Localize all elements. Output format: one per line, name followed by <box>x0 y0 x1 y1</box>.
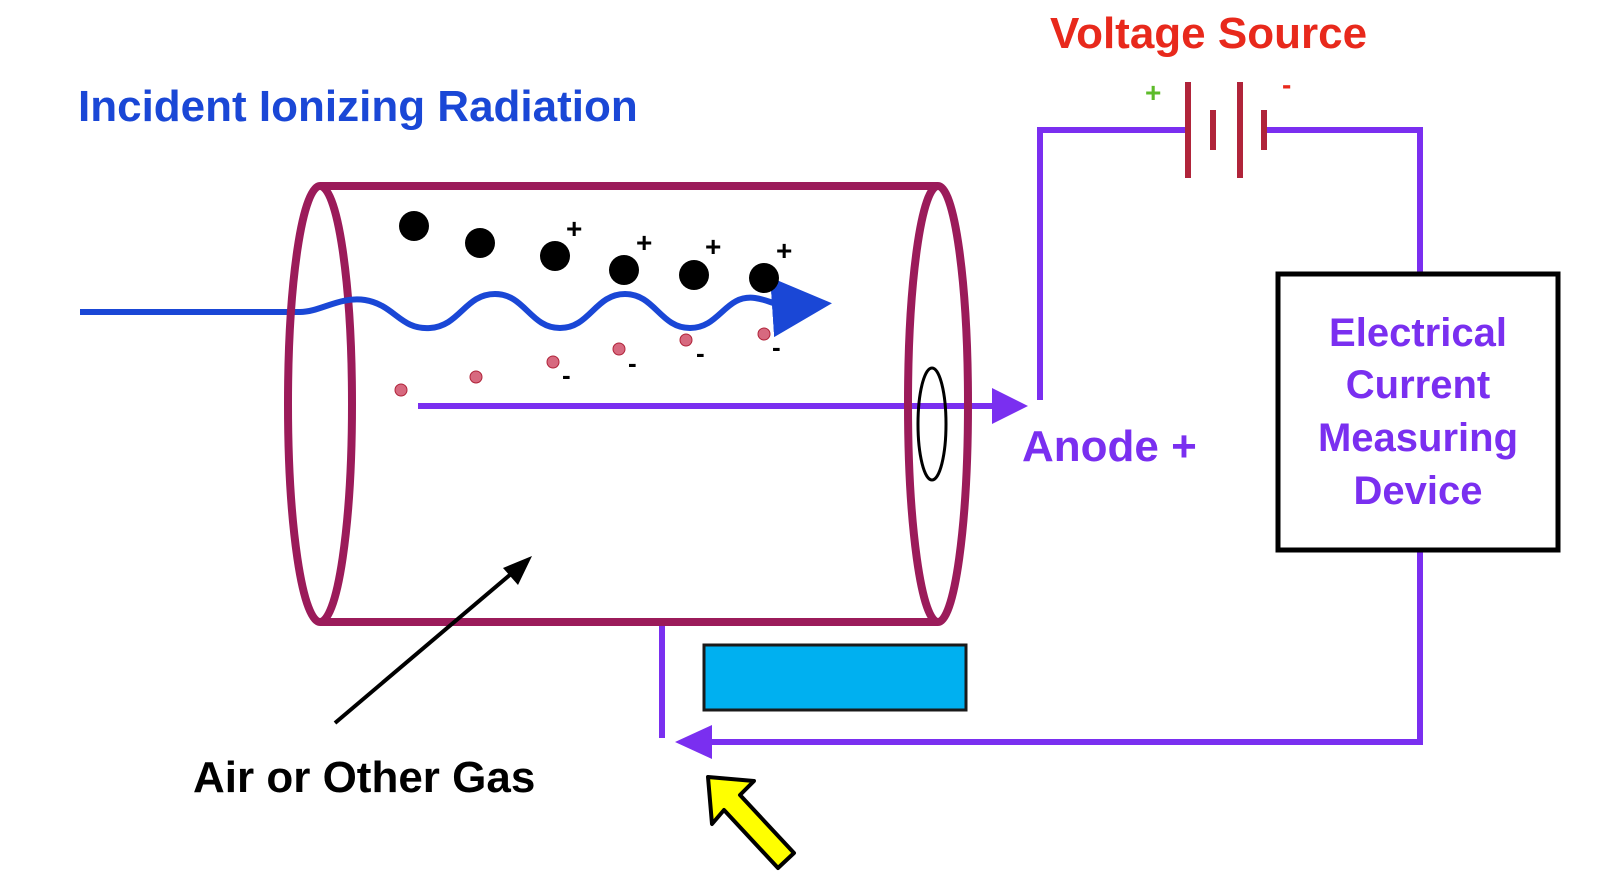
battery-minus-sign: - <box>1282 69 1291 100</box>
gas-pointer-line <box>333 566 520 725</box>
wire-device-to-return <box>690 552 1423 745</box>
device-label-line3: Measuring <box>1318 416 1518 460</box>
radiation-wave <box>299 277 832 338</box>
anode-insulator-ring <box>916 366 948 482</box>
positive-ion-icon <box>749 263 779 293</box>
electron-icon <box>546 355 560 369</box>
circuit-wires <box>418 127 1423 745</box>
electron-charge-signs: - - - - <box>562 332 781 390</box>
electron-minus-sign: - <box>562 360 571 390</box>
anode-arrow-head <box>992 388 1028 424</box>
battery-icon <box>1185 82 1267 178</box>
tube-right-end <box>904 182 972 626</box>
blank-label-box[interactable] <box>702 643 968 712</box>
electron-minus-sign: - <box>696 338 705 368</box>
positive-ions <box>399 211 779 293</box>
electron-minus-sign: - <box>628 348 637 378</box>
positive-ion-icon <box>399 211 429 241</box>
anode-label: Anode + <box>1022 422 1197 471</box>
device-label-line2: Current <box>1346 363 1490 407</box>
wire-anode-to-battery <box>1037 127 1185 400</box>
gas-chamber-tube <box>284 182 972 626</box>
radiation-label: Incident Ionizing Radiation <box>78 82 638 131</box>
positive-ion-icon <box>465 228 495 258</box>
device-label-line4: Device <box>1354 469 1483 513</box>
gas-pointer-head <box>503 556 532 585</box>
gas-label: Air or Other Gas <box>193 753 535 802</box>
ion-plus-sign: + <box>705 231 721 262</box>
return-arrow-head <box>675 725 712 759</box>
positive-ion-icon <box>540 241 570 271</box>
voltage-source-label: Voltage Source <box>1050 9 1367 58</box>
pointer-arrow-icon <box>706 775 796 870</box>
positive-ion-icon <box>679 260 709 290</box>
electron-icon <box>679 333 693 347</box>
electrons <box>394 327 771 397</box>
ion-plus-sign: + <box>636 227 652 258</box>
ion-plus-sign: + <box>566 213 582 244</box>
ion-charge-signs: + + + + <box>566 213 792 266</box>
ion-plus-sign: + <box>776 235 792 266</box>
battery-plus-sign: + <box>1145 77 1161 108</box>
wire-battery-to-device <box>1265 127 1423 272</box>
device-label-line1: Electrical <box>1329 311 1507 355</box>
current-measuring-device <box>1275 271 1561 553</box>
electron-icon <box>394 383 408 397</box>
electron-icon <box>612 342 626 356</box>
device-label: Electrical Current Measuring Device <box>1318 311 1518 513</box>
electron-icon <box>469 370 483 384</box>
electron-icon <box>757 327 771 341</box>
tube-left-end <box>284 182 356 626</box>
electron-minus-sign: - <box>772 332 781 362</box>
positive-ion-icon <box>609 255 639 285</box>
